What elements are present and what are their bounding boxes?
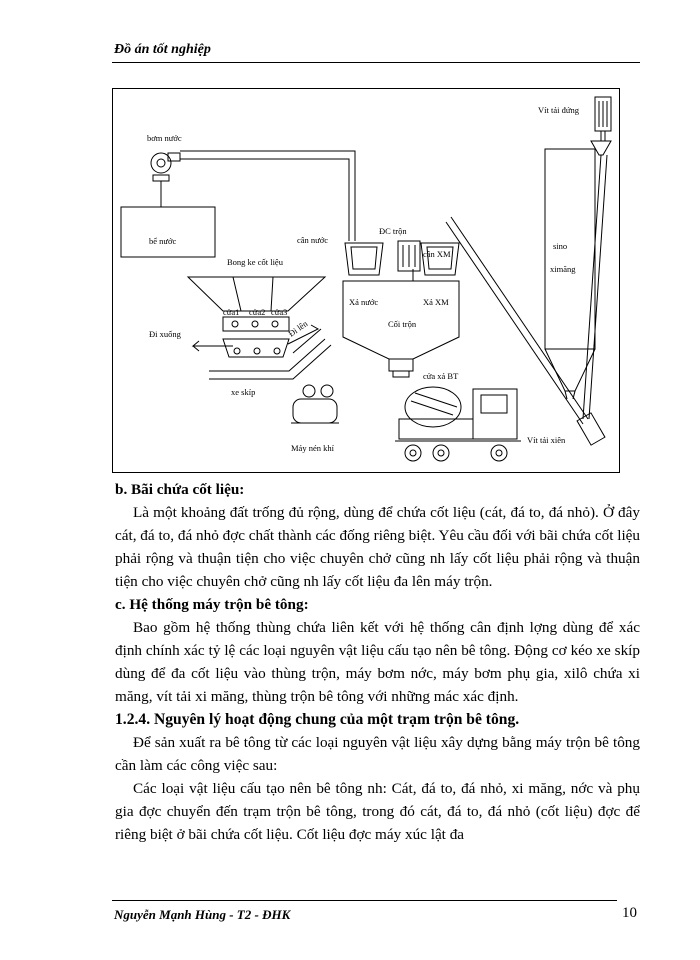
diagram-svg: [120, 96, 612, 462]
heading-124: 1.2.4. Nguyên lý hoạt động chung của một…: [115, 711, 520, 728]
paragraph-124-2: Các loại vật liệu cấu tạo nên bê tông nh…: [115, 780, 640, 843]
page-number: 10: [622, 905, 637, 921]
mixer-truck: [398, 418, 474, 440]
cement-scale: [420, 242, 460, 276]
cement-silo: [544, 148, 596, 350]
skip-car: [222, 338, 290, 358]
page-header: Đồ án tốt nghiệp: [112, 40, 640, 63]
inclined-screw-motor: [576, 412, 606, 446]
heading-b: b. Bãi chứa cốt liệu:: [115, 481, 245, 498]
body-text: b. Bãi chứa cốt liệu: Là một khoảng đất …: [115, 478, 640, 846]
aggregate-hopper: [186, 276, 327, 312]
water-tank: [120, 206, 216, 258]
mixing-drum: [342, 280, 460, 360]
water-scale: [344, 242, 384, 276]
paragraph-c: Bao gồm hệ thống thùng chứa liên kết với…: [115, 619, 640, 705]
paragraph-b: Là một khoảng đất trống đủ rộng, dùng để…: [115, 504, 640, 590]
air-compressor: [292, 398, 338, 424]
page-footer: Nguyễn Mạnh Hùng - T2 - ĐHK 10: [112, 900, 637, 923]
water-pump: [150, 152, 172, 174]
batching-plant-diagram: Vít tải đứng bơm nước bể nước cân nước Đ…: [112, 88, 620, 473]
footer-author: Nguyễn Mạnh Hùng - T2 - ĐHK: [114, 907, 291, 922]
mixer-motor: [397, 240, 421, 272]
vertical-screw-motor: [594, 96, 612, 132]
heading-c: c. Hệ thống máy trộn bê tông:: [115, 596, 309, 613]
header-title: Đồ án tốt nghiệp: [114, 42, 211, 57]
paragraph-124-1: Để sản xuất ra bê tông từ các loại nguyê…: [115, 734, 640, 774]
